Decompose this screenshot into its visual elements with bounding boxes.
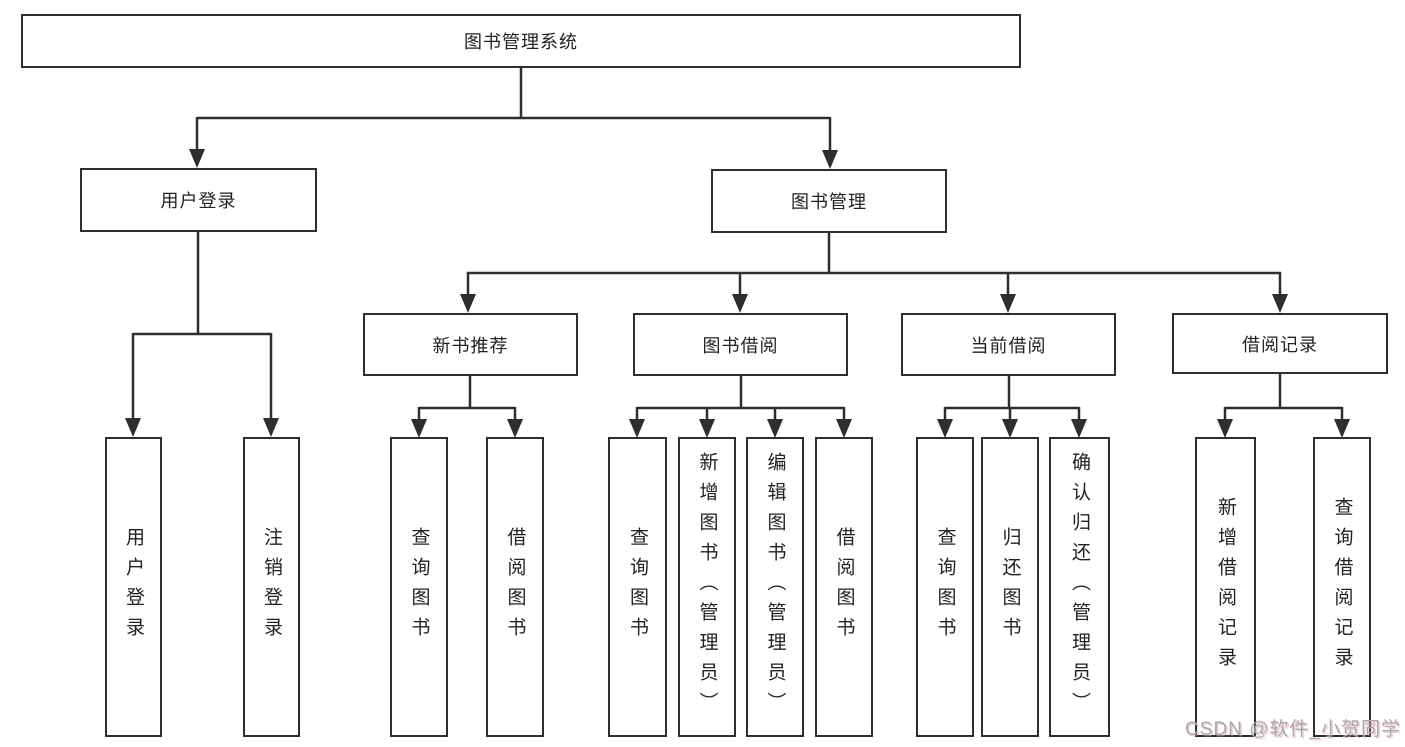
node-label: 借阅记录 xyxy=(1242,334,1318,355)
node-new-book-recommendation: 新书推荐 xyxy=(363,313,578,376)
leaf-label: 借阅图书 xyxy=(833,527,855,647)
leaf-label: 查询图书 xyxy=(627,527,648,647)
node-label: 用户登录 xyxy=(160,191,237,211)
node-label: 当前借阅 xyxy=(970,335,1047,356)
node-library-management-system: 图书管理系统 xyxy=(21,14,1021,68)
leaf-add-books-admin: 新增图书（管理员） xyxy=(678,437,736,737)
node-current-borrowing: 当前借阅 xyxy=(901,313,1116,376)
leaf-query-books-current: 查询图书 xyxy=(916,437,974,737)
node-book-borrowing: 图书借阅 xyxy=(633,313,848,376)
arrowheads xyxy=(125,149,1350,438)
leaf-label: 查询图书 xyxy=(934,527,956,647)
leaf-label: 查询借阅记录 xyxy=(1331,497,1353,677)
node-label: 图书管理 xyxy=(791,192,867,212)
leaf-query-books-rec: 查询图书 xyxy=(390,437,448,737)
leaf-user-login: 用户登录 xyxy=(105,437,162,737)
leaf-query-books-borrow: 查询图书 xyxy=(608,437,667,737)
leaf-query-borrow-record: 查询借阅记录 xyxy=(1313,437,1371,737)
leaf-label: 用户登录 xyxy=(123,527,144,647)
leaf-label: 确认归还（管理员） xyxy=(1069,452,1090,722)
leaf-label: 归还图书 xyxy=(999,527,1021,647)
leaf-label: 借阅图书 xyxy=(504,527,526,647)
leaf-label: 注销登录 xyxy=(261,527,282,647)
node-user-login: 用户登录 xyxy=(80,168,317,232)
leaf-borrow-books-rec: 借阅图书 xyxy=(486,437,544,737)
leaf-label: 新增图书（管理员） xyxy=(696,452,718,722)
leaf-return-books: 归还图书 xyxy=(981,437,1039,737)
leaf-label: 新增借阅记录 xyxy=(1215,497,1236,677)
leaf-add-borrow-record: 新增借阅记录 xyxy=(1195,437,1256,737)
node-label: 图书管理系统 xyxy=(464,32,578,52)
leaf-logout: 注销登录 xyxy=(243,437,300,737)
leaf-borrow-books: 借阅图书 xyxy=(815,437,873,737)
csdn-watermark: CSDN @软件_小贺同学 xyxy=(1185,719,1401,740)
leaf-label: 编辑图书（管理员） xyxy=(764,452,786,722)
node-borrowing-records: 借阅记录 xyxy=(1172,313,1388,374)
leaf-label: 查询图书 xyxy=(408,527,430,647)
node-label: 图书借阅 xyxy=(702,335,779,356)
leaf-confirm-return-admin: 确认归还（管理员） xyxy=(1049,437,1110,737)
leaf-edit-books-admin: 编辑图书（管理员） xyxy=(746,437,804,737)
node-book-management: 图书管理 xyxy=(711,169,947,233)
node-label: 新书推荐 xyxy=(432,335,509,356)
